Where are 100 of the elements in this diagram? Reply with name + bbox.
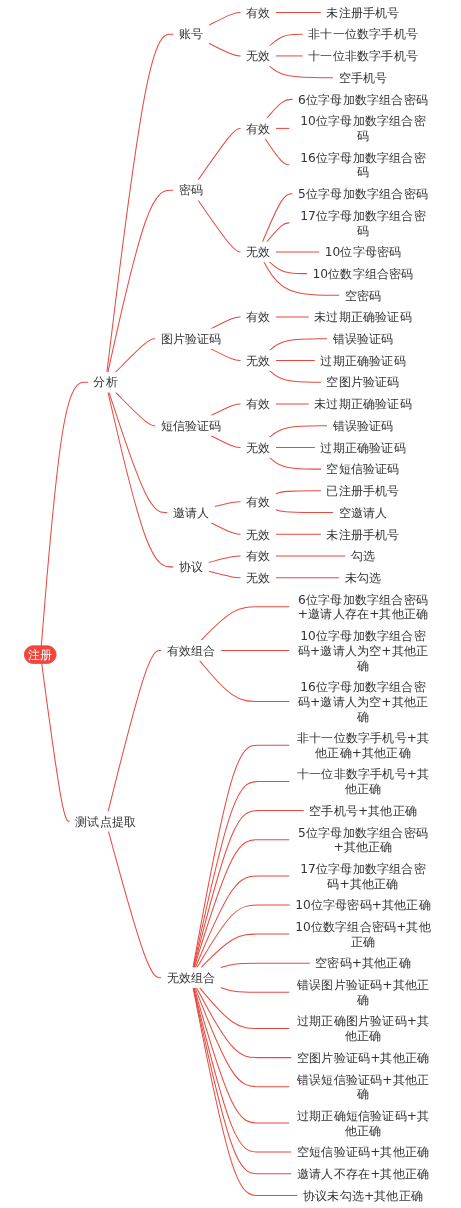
node-text: 6位字母加数字组合密码: [298, 92, 429, 107]
connector: [114, 391, 157, 427]
connector: [208, 570, 242, 579]
node-text: 10位字母密码: [324, 244, 402, 259]
connector: [208, 42, 242, 57]
node-text: 错误验证码: [332, 418, 394, 433]
connector: [266, 222, 291, 243]
node-text: 十一位非数字手机号+其他正确: [296, 766, 430, 796]
node-text: 未过期正确验证码: [314, 396, 412, 411]
connector: [197, 127, 242, 181]
connector: [268, 338, 328, 352]
connector: [114, 338, 157, 373]
node-text: 短信验证码: [160, 418, 222, 433]
connector: [210, 316, 242, 330]
connector: [275, 577, 341, 579]
node-text: 未注册手机号: [326, 5, 400, 20]
connector: [200, 933, 291, 969]
node-text: 有效: [246, 548, 271, 563]
connector: [194, 987, 291, 1088]
node-text: 过期正确图片验证码+其他正确: [296, 1013, 430, 1043]
node-text: 勾选: [350, 548, 376, 563]
node-text: 空邀请人: [338, 505, 388, 520]
node-text: 无效组合: [166, 970, 216, 985]
connector: [275, 446, 316, 448]
node-text: 测试点提取: [75, 814, 137, 829]
node-text: 十一位非数字手机号: [308, 48, 419, 63]
node-text: 无效: [246, 353, 271, 368]
connector: [210, 348, 242, 362]
node-text: 非十一位数字手机号+其他正确+其他正确: [296, 730, 430, 760]
connector: [192, 744, 291, 969]
connector: [214, 501, 242, 508]
node-text: 空密码+其他正确: [315, 955, 411, 970]
connector: [193, 839, 291, 969]
connector: [275, 55, 304, 57]
connector: [193, 810, 305, 969]
connector: [268, 369, 322, 383]
connector: [264, 137, 291, 166]
connector: [275, 360, 316, 362]
node-text: 10位字母密码+其他正确: [295, 897, 431, 912]
node-text: 无效: [246, 570, 271, 585]
connector: [268, 65, 335, 79]
node-text: 错误图片验证码+其他正确: [296, 977, 430, 1007]
node-text: 空短信验证码+其他正确: [296, 1144, 430, 1159]
node-text: 无效: [246, 440, 271, 455]
node-text: 10位数字组合密码: [312, 266, 414, 281]
node-text: 账号: [178, 26, 204, 42]
connector: [200, 606, 291, 642]
connector: [41, 663, 71, 822]
connector: [208, 11, 242, 26]
node-text: 17位字母加数字组合密码+其他正确: [300, 861, 426, 891]
node-text: 有效组合: [166, 643, 216, 658]
node-text: 错误短信验证码+其他正确: [296, 1072, 430, 1101]
node-text: 无效: [246, 526, 271, 542]
connector: [199, 987, 291, 1030]
connector: [194, 875, 291, 969]
node-text: 无效: [246, 48, 271, 63]
connector: [220, 649, 291, 651]
node-text: 10位字母加数字组合密码: [300, 113, 426, 143]
connector: [268, 261, 308, 275]
node-text: 过期正确验证码: [320, 353, 406, 368]
node-text: 邀请人不存在+其他正确: [296, 1166, 430, 1181]
connector: [275, 533, 322, 535]
connector: [266, 98, 294, 120]
connector: [40, 381, 89, 647]
connector: [268, 456, 322, 470]
node-text: 10位数字组合密码+其他正确: [295, 919, 431, 949]
node-text: 空图片验证码+其他正确: [296, 1050, 430, 1065]
node-text: 密码: [178, 182, 204, 197]
connector: [268, 33, 304, 47]
connector: [275, 490, 322, 495]
connector: [195, 987, 293, 1059]
connector: [219, 962, 311, 969]
connector: [192, 781, 291, 969]
node-text: 17位字母加数字组合密码: [300, 208, 426, 238]
connector: [193, 987, 291, 1124]
node-text: 协议: [178, 559, 204, 574]
connector: [268, 425, 328, 438]
connector: [197, 199, 242, 253]
node-text: 有效: [246, 5, 271, 20]
connector: [210, 403, 242, 417]
connector: [107, 649, 163, 812]
connector: [219, 987, 291, 993]
connector: [263, 261, 341, 296]
node-text: 有效: [246, 309, 271, 324]
node-text: 5位字母加数字组合密码+其他正确: [298, 824, 429, 854]
node-text: 空图片验证码: [326, 374, 400, 390]
node-text: 5位字母加数字组合密码: [298, 186, 429, 201]
node-text: 未注册手机号: [326, 526, 400, 542]
node-text: 错误验证码: [332, 331, 394, 346]
connector: [210, 521, 242, 535]
connector: [108, 391, 169, 514]
node-text: 空密码: [344, 288, 382, 303]
node-text: 已注册手机号: [326, 483, 400, 498]
node-text: 有效: [246, 396, 271, 411]
node-text: 16位字母加数字组合密码+邀请人为空+其他正确: [297, 679, 429, 723]
connector: [196, 904, 291, 969]
node-text: 过期正确短信验证码+其他正确: [296, 1108, 430, 1138]
node-text: 空短信验证码: [326, 461, 400, 476]
connector: [192, 987, 299, 1197]
connector: [275, 508, 335, 514]
